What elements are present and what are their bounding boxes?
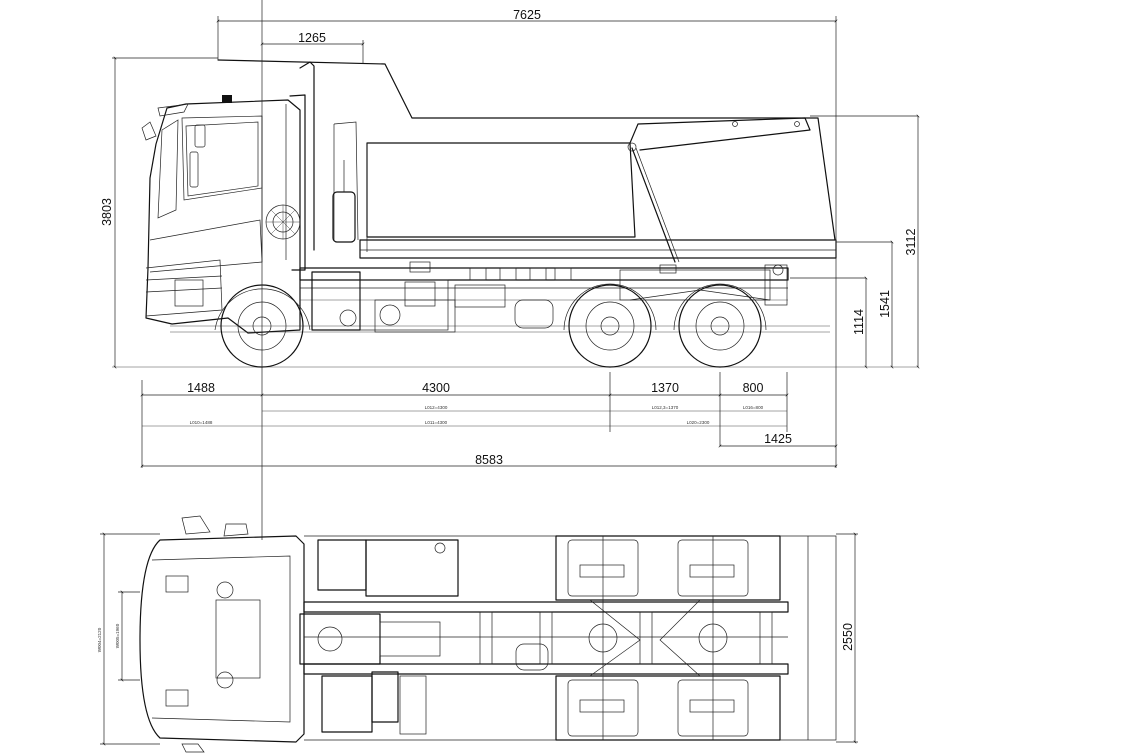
dim-overall-height: 3803 [100, 198, 114, 226]
label-l020: L020=2300 [687, 420, 710, 425]
label-l010: L010=1488 [190, 420, 213, 425]
rear-wheel-2 [673, 283, 767, 368]
dim-overall-body-length: 7625 [513, 8, 541, 22]
adblue-tank [321, 675, 373, 733]
label-l012: L012=4300 [425, 405, 448, 410]
chassis-frame [170, 261, 830, 333]
dim-overall-length: 8583 [475, 453, 503, 467]
rear-wheel-1 [563, 283, 657, 368]
dim-rear-overhang-frame: 800 [743, 381, 764, 395]
truck-cab [141, 95, 301, 334]
dim-rear-overhang-body: 1425 [764, 432, 792, 446]
dim-overall-width: 2550 [841, 623, 855, 651]
fuel-tank [365, 539, 459, 597]
label-l011: L011=4300 [425, 420, 448, 425]
dim-tipped-height: 3112 [904, 229, 918, 256]
top-view [139, 515, 837, 753]
top-dimensions: W004=2120 W005=1960 2550 [97, 532, 858, 746]
side-dimensions: 7625 1265 3803 3112 1541 1114 1488 4300 … [100, 0, 920, 540]
rear-tandem-top [555, 535, 781, 741]
dim-wheelbase: 4300 [422, 381, 450, 395]
side-view [112, 59, 918, 368]
cab-top [139, 535, 305, 743]
label-l0123: L012,3=1370 [652, 405, 679, 410]
dim-tandem-spacing: 1370 [651, 381, 679, 395]
dim-frame-height-rear: 1114 [852, 309, 866, 335]
dim-front-overhang: 1488 [187, 381, 215, 395]
dim-frame-height: 1541 [878, 290, 892, 318]
label-w004: W004=2120 [97, 627, 102, 652]
label-w005: W005=1960 [115, 623, 120, 648]
frame-rail-left [303, 601, 789, 613]
label-l016: L016=800 [743, 405, 764, 410]
battery-box [317, 539, 367, 591]
dump-body [217, 59, 837, 271]
dim-cab-to-body: 1265 [298, 31, 326, 45]
